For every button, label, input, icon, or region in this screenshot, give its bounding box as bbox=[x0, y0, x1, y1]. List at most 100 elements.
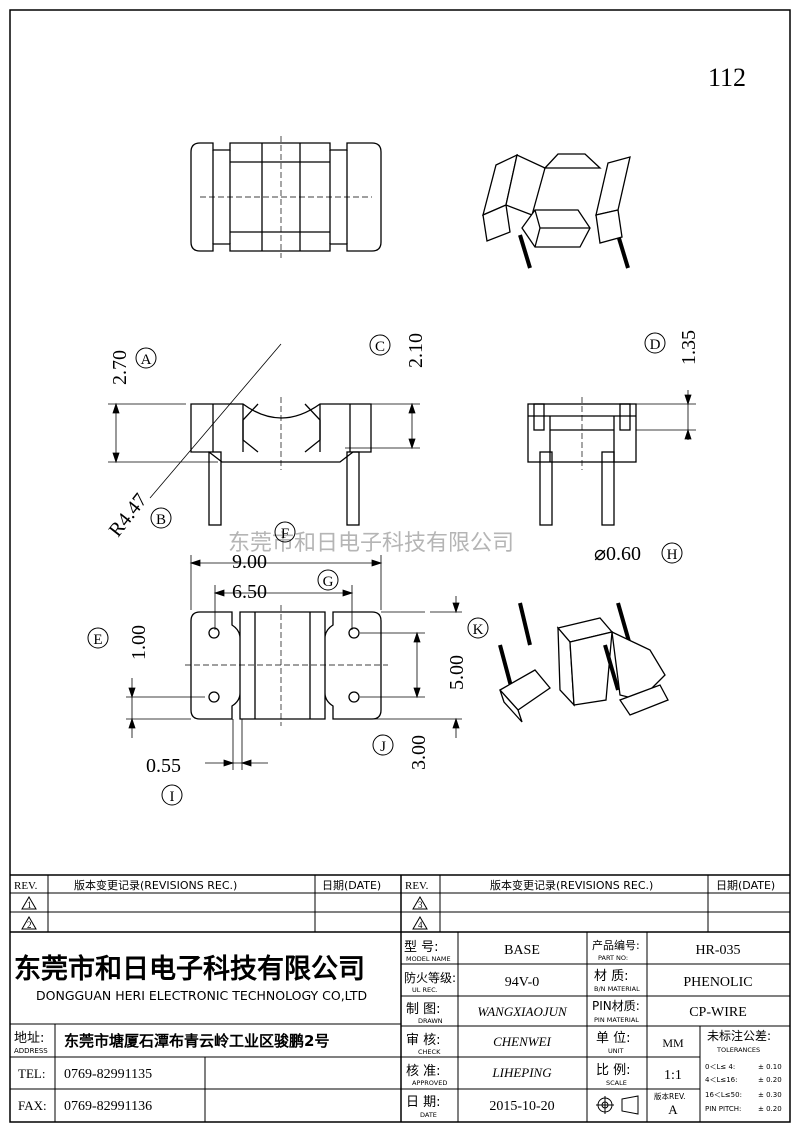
dim-b-value: R4.47 bbox=[105, 489, 152, 541]
dim-g-value: 6.50 bbox=[232, 581, 267, 603]
ul-label-en: UL REC. bbox=[412, 986, 438, 994]
scale-label-cn: 比 例: bbox=[596, 1063, 631, 1078]
dim-k-label: K bbox=[473, 622, 484, 638]
material-label-en: B/N MATERIAL bbox=[594, 985, 640, 993]
dim-f-value: 9.00 bbox=[232, 551, 267, 573]
tol-label-en: TOLERANCES bbox=[716, 1046, 760, 1054]
projection-symbol-icon bbox=[596, 1095, 639, 1115]
tol-range-3: 16＜L≤50: bbox=[705, 1091, 742, 1099]
drawn-label-en: DRAWN bbox=[418, 1017, 443, 1025]
date-header-left: 日期(DATE) bbox=[322, 879, 381, 892]
rec-header-left: 版本变更记录(REVISIONS REC.) bbox=[74, 878, 237, 892]
page-number: 112 bbox=[708, 63, 746, 92]
pin-value: CP-WIRE bbox=[689, 1005, 747, 1020]
partno-value: HR-035 bbox=[695, 943, 740, 958]
drawn-value: WANGXIAOJUN bbox=[477, 1004, 568, 1019]
dim-d-bubble bbox=[644, 332, 666, 354]
dim-k-bubble bbox=[467, 617, 489, 639]
svg-text:4: 4 bbox=[418, 920, 423, 930]
dim-c-value: 2.10 bbox=[405, 333, 427, 368]
tol-value-1: ± 0.10 bbox=[758, 1063, 782, 1071]
company-name-en: DONGGUAN HERI ELECTRONIC TECHNOLOGY CO,L… bbox=[36, 988, 367, 1003]
partno-label-en: PART NO: bbox=[598, 954, 628, 962]
dim-e-label: E bbox=[93, 632, 102, 648]
dim-a-value: 2.70 bbox=[109, 350, 131, 385]
dim-a-label: A bbox=[141, 352, 152, 368]
svg-text:3: 3 bbox=[418, 900, 423, 910]
tol-range-1: 0＜L≤ 4: bbox=[705, 1063, 735, 1071]
bottom-view bbox=[185, 605, 388, 726]
ul-value: 94V-0 bbox=[505, 975, 540, 990]
tol-value-3: ± 0.30 bbox=[758, 1091, 782, 1099]
svg-text:1: 1 bbox=[27, 900, 32, 910]
approved-value: LIHEPING bbox=[491, 1065, 552, 1080]
dimension-b bbox=[149, 343, 282, 499]
dim-h-label: H bbox=[667, 547, 678, 563]
rev-label-cn: 版本REV. bbox=[654, 1091, 686, 1101]
company-name-cn: 东莞市和日电子科技有限公司 bbox=[14, 953, 365, 985]
rev-value: A bbox=[668, 1102, 678, 1117]
tel-label: TEL: bbox=[18, 1066, 45, 1081]
rev-triangle-4: 4 bbox=[412, 916, 428, 930]
address-value: 东莞市塘厦石潭布青云岭工业区骏鹏2号 bbox=[64, 1032, 329, 1050]
ul-label-cn: 防火等级: bbox=[404, 970, 456, 985]
address-label-cn: 地址: bbox=[14, 1031, 44, 1046]
check-label-cn: 审 核: bbox=[406, 1033, 441, 1048]
rev-triangle-3: 3 bbox=[412, 896, 428, 910]
side-view bbox=[527, 397, 637, 526]
watermark: 东莞市和日电子科技有限公司 bbox=[228, 531, 514, 556]
dim-i-label: I bbox=[170, 789, 175, 805]
dim-i-bubble bbox=[161, 784, 183, 806]
dim-d-label: D bbox=[650, 337, 661, 353]
dimension-i bbox=[205, 719, 268, 770]
date-label-cn: 日 期: bbox=[406, 1095, 441, 1110]
dimension-e bbox=[126, 678, 205, 738]
approved-label-cn: 核 准: bbox=[406, 1064, 441, 1079]
dim-g-label: G bbox=[323, 574, 334, 590]
fax-value: 0769-82991136 bbox=[64, 1099, 152, 1114]
partno-label-cn: 产品编号: bbox=[592, 938, 640, 952]
rev-header-left: REV. bbox=[14, 880, 38, 892]
check-label-en: CHECK bbox=[418, 1048, 441, 1056]
dim-b-label: B bbox=[156, 512, 166, 528]
dimension-a bbox=[108, 402, 218, 464]
unit-label-en: UNIT bbox=[608, 1047, 624, 1055]
dim-f-bubble bbox=[274, 521, 296, 543]
iso-view-top bbox=[482, 153, 631, 269]
dim-e-value: 1.00 bbox=[128, 625, 150, 660]
dim-c-bubble bbox=[369, 334, 391, 356]
svg-text:2: 2 bbox=[27, 920, 32, 930]
dimension-c bbox=[320, 402, 420, 450]
model-label-cn: 型 号: bbox=[404, 940, 439, 955]
material-value: PHENOLIC bbox=[683, 975, 752, 990]
scale-value: 1:1 bbox=[664, 1068, 682, 1083]
dim-j-value: 3.00 bbox=[408, 735, 430, 770]
dim-i-value: 0.55 bbox=[146, 755, 181, 777]
dim-b-bubble bbox=[150, 507, 172, 529]
model-label-en: MODEL NAME bbox=[406, 955, 451, 963]
dim-h-bubble bbox=[661, 542, 683, 564]
dimension-k bbox=[360, 611, 462, 720]
tol-value-2: ± 0.20 bbox=[758, 1076, 782, 1084]
rev-header-right: REV. bbox=[405, 880, 429, 892]
dimension-g bbox=[213, 585, 354, 630]
rev-triangle-1: 1 bbox=[21, 896, 37, 910]
title-block-lines bbox=[10, 874, 790, 1122]
pin-label-en: PIN MATERIAL bbox=[594, 1016, 639, 1024]
dim-d-value: 1.35 bbox=[678, 330, 700, 365]
dimension-f bbox=[189, 555, 383, 610]
dimension-d bbox=[636, 390, 696, 440]
unit-label-cn: 单 位: bbox=[596, 1031, 631, 1046]
tol-value-4: ± 0.20 bbox=[758, 1105, 782, 1113]
model-value: BASE bbox=[504, 943, 540, 958]
dim-j-bubble bbox=[372, 734, 394, 756]
address-label-en: ADDRESS bbox=[14, 1047, 48, 1055]
scale-label-en: SCALE bbox=[606, 1079, 627, 1087]
date-value: 2015-10-20 bbox=[489, 1099, 554, 1114]
unit-value: MM bbox=[662, 1036, 684, 1050]
dim-j-label: J bbox=[380, 739, 386, 755]
iso-view-bottom bbox=[498, 602, 669, 723]
date-header-right: 日期(DATE) bbox=[716, 879, 775, 892]
rev-triangle-2: 2 bbox=[21, 916, 37, 930]
tol-range-4: PIN PITCH: bbox=[705, 1105, 741, 1113]
